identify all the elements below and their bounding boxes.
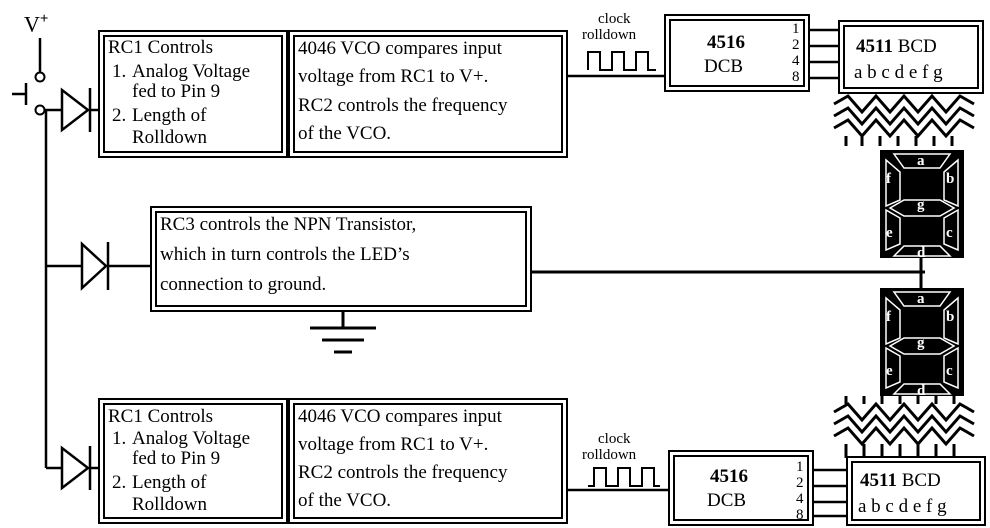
pin-bottom-2: 2 [796, 475, 804, 491]
rc3-box [150, 206, 532, 312]
rc1-item2a-top: Length of [132, 105, 207, 126]
digit-bottom-seg-d: d [917, 383, 926, 399]
vco-bottom-line2: voltage from RC1 to V+. [298, 434, 489, 455]
decoder-4511-bottom-part: 4511 [860, 470, 897, 491]
digit-top-seg-d: d [917, 245, 926, 261]
vco-top-line1: 4046 VCO compares input [298, 38, 502, 59]
vco-box-top-inner [293, 35, 563, 153]
pin-bottom-1: 1 [796, 459, 804, 475]
decoder-4511-top-part: 4511 [856, 36, 893, 57]
rc1-item1b-bottom: fed to Pin 9 [132, 448, 221, 469]
rc1-item2-num-top: 2. [112, 105, 127, 126]
resistor-array-top [833, 93, 975, 146]
rc3-box-inner [155, 211, 527, 307]
rc1-item1-num-bottom: 1. [112, 428, 127, 449]
pin-top-2: 2 [792, 37, 800, 53]
resistor-array-bottom [833, 396, 975, 458]
vco-box-top [288, 30, 568, 158]
rc1-box-bottom [98, 398, 288, 524]
decoder-4511-bottom [846, 456, 986, 526]
rc1-item1a-top: Analog Voltage [132, 61, 251, 82]
counter-4516-top-part: 4516 [707, 32, 745, 53]
supply-label: V+ [24, 8, 48, 35]
vco-bottom-line4: of the VCO. [298, 490, 392, 511]
rc1-box-top-inner [103, 35, 283, 153]
decoder-4511-top-title: 4511 BCD [856, 36, 937, 58]
rc1-item2b-bottom: Rolldown [132, 494, 207, 515]
clock-label-bottom-1: clock [598, 431, 631, 447]
vco-bottom-line3: RC2 controls the frequency [298, 462, 508, 483]
rc1-item1b-top: fed to Pin 9 [132, 81, 221, 102]
decoder-4511-bottom-label: BCD [901, 470, 941, 491]
rc3-line3: connection to ground. [160, 274, 327, 295]
decoder-4511-bottom-inner [851, 461, 981, 521]
digit-bottom-seg-a: a [917, 291, 925, 307]
seven-segment-digit-bottom [880, 288, 964, 396]
vco-box-bottom [288, 398, 568, 524]
vco-box-bottom-inner [293, 403, 563, 519]
digit-bottom-seg-c: c [946, 363, 953, 379]
vco-bottom-line1: 4046 VCO compares input [298, 406, 502, 427]
rc1-title-bottom: RC1 Controls [108, 406, 214, 427]
clock-label-top-2: rolldown [582, 27, 637, 43]
vco-top-line3: RC2 controls the frequency [298, 95, 508, 116]
diode-bottom [46, 445, 98, 491]
vco-top-line4: of the VCO. [298, 123, 392, 144]
rc1-item2b-top: Rolldown [132, 127, 207, 148]
decoder-4511-bottom-title: 4511 BCD [860, 470, 941, 492]
rc1-item2-num-bottom: 2. [112, 472, 127, 493]
rc1-title-top: RC1 Controls [108, 37, 214, 58]
clock-label-bottom-2: rolldown [582, 447, 637, 463]
digit-top-seg-e: e [886, 225, 893, 241]
digit-top-seg-g: g [917, 197, 925, 213]
counter-4516-top-label: DCB [704, 56, 744, 77]
digit-bottom-seg-g: g [917, 335, 925, 351]
counter-4516-bottom [668, 450, 814, 526]
clock-label-top-1: clock [598, 11, 631, 27]
decoder-4511-top [838, 20, 984, 94]
counter-4516-bottom-inner [673, 455, 809, 521]
rc1-item1a-bottom: Analog Voltage [132, 428, 251, 449]
rc1-box-top [98, 30, 288, 158]
seven-segment-digit-top [880, 150, 964, 258]
supply-label-sup: + [39, 11, 49, 27]
pin-top-8: 8 [792, 69, 800, 85]
ground-symbol [310, 312, 376, 354]
rc3-line2: which in turn controls the LED’s [160, 244, 410, 265]
rc1-box-bottom-inner [103, 403, 283, 519]
rc1-item2a-bottom: Length of [132, 472, 207, 493]
digit-top-seg-f: f [886, 171, 891, 187]
vco-top-line2: voltage from RC1 to V+. [298, 66, 489, 87]
counter-4516-top [664, 14, 810, 92]
pin-bottom-4: 4 [796, 491, 804, 507]
counter-4516-bottom-part: 4516 [710, 466, 748, 487]
digit-bottom-seg-b: b [946, 309, 955, 325]
digit-bottom-seg-f: f [886, 309, 891, 325]
decoder-4511-bottom-outputs: a b c d e f g [858, 496, 947, 517]
digit-top-seg-b: b [946, 171, 955, 187]
diode-middle [46, 241, 150, 291]
pin-top-4: 4 [792, 53, 800, 69]
digit-bottom-seg-e: e [886, 363, 893, 379]
counter-4516-top-inner [669, 19, 805, 87]
diode-top [60, 87, 98, 133]
counter-4516-bottom-label: DCB [707, 490, 747, 511]
rc3-line1: RC3 controls the NPN Transistor, [160, 214, 417, 235]
pin-bottom-8: 8 [796, 507, 804, 523]
pin-top-1: 1 [792, 21, 800, 37]
rc1-item1-num-top: 1. [112, 61, 127, 82]
digit-top-seg-c: c [946, 225, 953, 241]
supply-label-text: V [24, 11, 40, 37]
decoder-4511-top-outputs: a b c d e f g [854, 62, 943, 83]
decoder-4511-top-inner [843, 25, 979, 89]
decoder-4511-top-label: BCD [897, 36, 937, 57]
digit-top-seg-a: a [917, 153, 925, 169]
